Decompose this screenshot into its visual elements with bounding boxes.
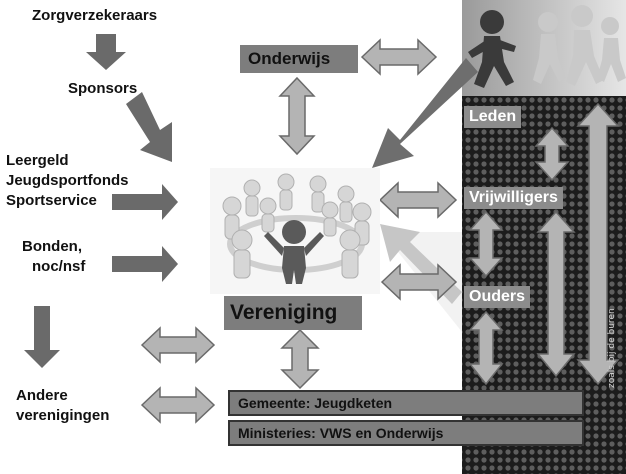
double-arrow-leden-bottom	[576, 102, 620, 386]
label-bonden: Bonden,	[22, 238, 82, 255]
label-noc-nsf: noc/nsf	[32, 258, 86, 275]
box-onderwijs: Onderwijs	[240, 45, 358, 73]
arrow-sponsors-to-center	[126, 92, 172, 162]
box-gemeente: Gemeente: Jeugdketen	[228, 390, 584, 416]
label-zorgverzekeraars: Zorgverzekeraars	[32, 7, 158, 24]
label-leden: Leden	[464, 106, 522, 128]
label-sportservice: Sportservice	[6, 192, 97, 209]
double-arrow-ouders-bottom	[468, 310, 504, 386]
double-arrow-left-vereniging	[140, 326, 216, 364]
label-jeugdsportfonds: Jeugdsportfonds	[6, 172, 129, 189]
double-arrow-onderwijs-circle	[278, 76, 316, 156]
runners-icon	[468, 5, 626, 88]
arrow-leergeld-to-center	[112, 184, 178, 220]
double-arrow-onderwijs-runners	[360, 38, 438, 76]
label-sponsors: Sponsors	[68, 80, 138, 97]
people-circle-illustration	[210, 168, 380, 294]
double-arrow-left-gemeente	[140, 386, 216, 424]
double-arrow-circle-vrijwilligers	[378, 181, 458, 219]
arrow-zorg-to-sponsors	[86, 34, 126, 70]
box-vereniging: Vereniging	[224, 296, 362, 330]
label-verenigingen: verenigingen	[16, 407, 110, 424]
vertical-caption: zoals bij de buren	[607, 308, 617, 388]
label-leergeld: Leergeld	[6, 152, 69, 169]
label-ouders: Ouders	[464, 286, 531, 308]
double-arrow-vrijwilligers-bottom	[536, 210, 576, 378]
label-andere: Andere	[16, 387, 68, 404]
double-arrow-leden-vrijwilligers	[534, 126, 570, 182]
double-arrow-vrijwilligers-ouders	[468, 210, 504, 278]
big-diagonal-arrow	[372, 58, 478, 168]
box-ministeries: Ministeries: VWS en Onderwijs	[228, 420, 584, 446]
arrow-bonden-to-center	[112, 246, 178, 282]
label-vrijwilligers: Vrijwilligers	[464, 187, 563, 209]
arrow-down-to-andere	[24, 306, 60, 368]
double-arrow-vereniging-gemeente	[280, 328, 320, 390]
double-arrow-circle-ouders	[380, 263, 458, 301]
